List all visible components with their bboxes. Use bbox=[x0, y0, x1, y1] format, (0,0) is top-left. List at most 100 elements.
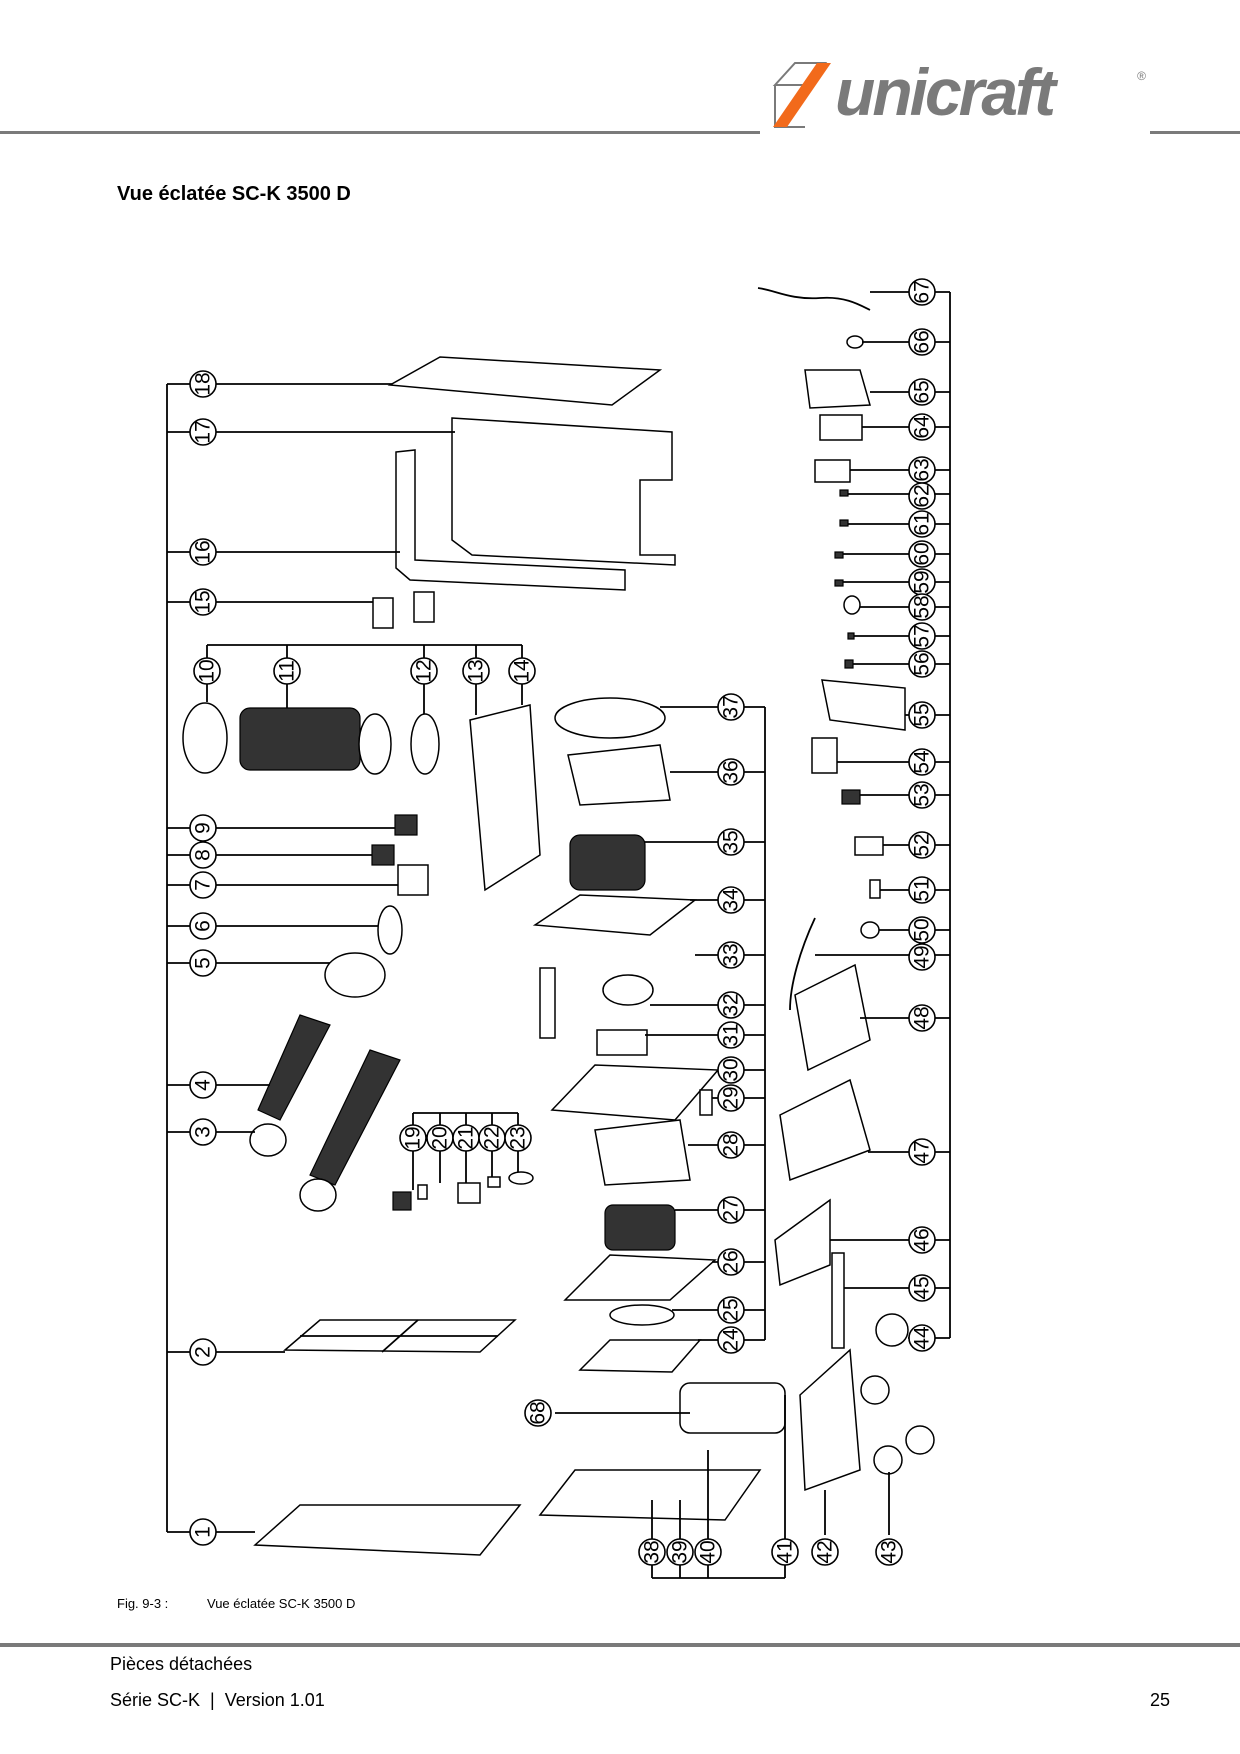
part-base-38-40 bbox=[538, 1469, 762, 1521]
part-panel-42 bbox=[799, 1348, 861, 1492]
part-motor-32 bbox=[602, 974, 654, 1006]
svg-text:17: 17 bbox=[192, 420, 215, 443]
svg-text:2: 2 bbox=[192, 1346, 215, 1358]
part-filter-clip-b bbox=[413, 591, 435, 623]
part-plate-26 bbox=[563, 1254, 717, 1301]
svg-text:64: 64 bbox=[911, 415, 934, 439]
callout-6: 6 bbox=[189, 912, 217, 940]
part-plate-13 bbox=[469, 704, 541, 892]
part-hose-49 bbox=[789, 917, 816, 1011]
part-flange-7 bbox=[397, 864, 429, 896]
callout-12: 12 bbox=[410, 657, 438, 685]
callout-20: 20 bbox=[426, 1124, 454, 1152]
exploded-view-diagram: 18 17 16 15 10 11 12 13 14 9 8 7 6 5 4 3… bbox=[166, 278, 951, 1579]
svg-text:54: 54 bbox=[911, 750, 934, 774]
svg-text:51: 51 bbox=[911, 878, 934, 901]
part-ring-6 bbox=[377, 905, 403, 955]
part-bracket-31 bbox=[596, 1029, 648, 1056]
callout-1: 1 bbox=[189, 1518, 217, 1546]
svg-text:32: 32 bbox=[720, 993, 743, 1016]
callout-7: 7 bbox=[189, 871, 217, 899]
callout-16: 16 bbox=[189, 538, 217, 566]
callout-labels: 18 17 16 15 10 11 12 13 14 9 8 7 6 5 4 3… bbox=[189, 278, 936, 1566]
callout-62: 62 bbox=[908, 482, 936, 510]
part-ring-10 bbox=[182, 702, 228, 774]
svg-text:9: 9 bbox=[192, 822, 215, 834]
callout-11: 11 bbox=[273, 657, 301, 685]
svg-text:3: 3 bbox=[192, 1126, 215, 1138]
svg-text:29: 29 bbox=[720, 1086, 743, 1109]
part-frame-46 bbox=[774, 1198, 831, 1287]
part-clip-20 bbox=[417, 1184, 428, 1200]
part-pin-57 bbox=[847, 632, 855, 640]
svg-text:27: 27 bbox=[720, 1198, 743, 1221]
part-bracket-51 bbox=[869, 879, 881, 899]
svg-text:47: 47 bbox=[911, 1140, 934, 1163]
part-cable-gland-50 bbox=[860, 921, 880, 939]
svg-text:26: 26 bbox=[720, 1250, 743, 1273]
svg-text:38: 38 bbox=[641, 1540, 664, 1563]
part-caster-43a bbox=[860, 1375, 890, 1405]
part-hose-4b bbox=[309, 1049, 401, 1186]
part-impeller-27 bbox=[604, 1204, 676, 1251]
svg-text:6: 6 bbox=[192, 920, 215, 932]
svg-text:34: 34 bbox=[720, 888, 743, 912]
svg-text:22: 22 bbox=[481, 1126, 504, 1149]
callout-61: 61 bbox=[908, 510, 936, 538]
callout-59: 59 bbox=[908, 568, 936, 596]
part-panel-back bbox=[395, 449, 626, 591]
svg-text:57: 57 bbox=[911, 624, 934, 647]
part-screen-64 bbox=[819, 414, 863, 441]
callout-55: 55 bbox=[908, 701, 936, 729]
part-sensor-61 bbox=[839, 519, 849, 527]
svg-text:39: 39 bbox=[669, 1540, 692, 1563]
callout-23: 23 bbox=[504, 1124, 532, 1152]
callout-31: 31 bbox=[717, 1021, 745, 1049]
callout-54: 54 bbox=[908, 748, 936, 776]
svg-text:33: 33 bbox=[720, 943, 743, 966]
part-capacitor-52 bbox=[854, 836, 884, 856]
callout-14: 14 bbox=[508, 657, 536, 685]
svg-text:43: 43 bbox=[878, 1540, 901, 1563]
svg-text:41: 41 bbox=[774, 1540, 797, 1563]
svg-text:65: 65 bbox=[911, 380, 934, 403]
svg-text:50: 50 bbox=[911, 918, 934, 941]
part-tray-24 bbox=[578, 1339, 702, 1373]
svg-text:60: 60 bbox=[911, 542, 934, 565]
part-tank-48 bbox=[794, 963, 871, 1072]
svg-text:58: 58 bbox=[911, 595, 934, 618]
figure-caption: Vue éclatée SC-K 3500 D bbox=[207, 1596, 356, 1611]
svg-text:52: 52 bbox=[911, 833, 934, 856]
callout-44: 44 bbox=[908, 1324, 936, 1352]
svg-text:49: 49 bbox=[911, 945, 934, 968]
callout-64: 64 bbox=[908, 413, 936, 441]
svg-text:59: 59 bbox=[911, 570, 934, 593]
callout-49: 49 bbox=[908, 943, 936, 971]
part-filter-2-divider-v bbox=[381, 1319, 419, 1353]
part-ring-37 bbox=[554, 697, 666, 739]
part-knob-58 bbox=[843, 595, 861, 615]
part-caster-43c bbox=[873, 1445, 903, 1475]
svg-text:24: 24 bbox=[720, 1328, 743, 1352]
callout-48: 48 bbox=[908, 1004, 936, 1032]
callout-13: 13 bbox=[462, 657, 490, 685]
unicraft-logo: unicraft ® bbox=[765, 55, 1150, 135]
part-grille-1 bbox=[253, 1504, 522, 1556]
svg-text:5: 5 bbox=[192, 957, 215, 969]
svg-text:48: 48 bbox=[911, 1006, 934, 1029]
callout-29: 29 bbox=[717, 1084, 745, 1112]
logo-wordmark: unicraft bbox=[835, 55, 1056, 129]
svg-text:61: 61 bbox=[911, 512, 934, 535]
callout-34: 34 bbox=[717, 886, 745, 914]
svg-text:63: 63 bbox=[911, 458, 934, 481]
page-title: Vue éclatée SC-K 3500 D bbox=[117, 183, 351, 205]
header-rule-left bbox=[0, 131, 760, 134]
svg-text:13: 13 bbox=[465, 659, 488, 682]
part-plug-66 bbox=[846, 335, 864, 349]
svg-text:62: 62 bbox=[911, 484, 934, 507]
svg-text:10: 10 bbox=[196, 659, 219, 682]
callout-8: 8 bbox=[189, 841, 217, 869]
callout-10: 10 bbox=[193, 657, 221, 685]
callout-37: 37 bbox=[717, 693, 745, 721]
callout-35: 35 bbox=[717, 828, 745, 856]
